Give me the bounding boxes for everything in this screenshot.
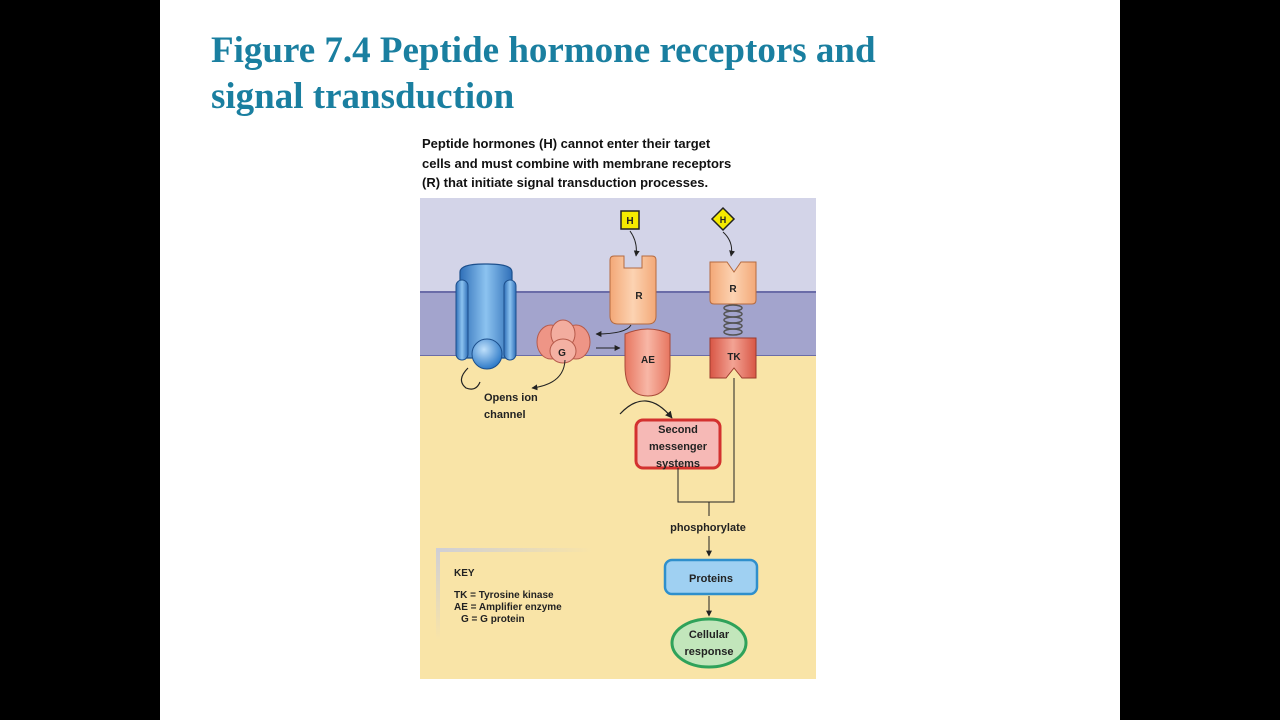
receptor-label-2: R (729, 284, 737, 295)
cellular-response-label-2: response (685, 646, 734, 658)
proteins-label: Proteins (689, 573, 733, 585)
hormone-diamond: H (710, 206, 736, 232)
receptor-to-g-protein-arrow (595, 324, 632, 337)
g-protein-to-channel-arrow (531, 359, 566, 391)
second-messenger-label-3: systems (656, 458, 700, 470)
tyrosine-kinase-label: TK (727, 352, 741, 363)
hormone-label-1: H (626, 216, 633, 227)
amplifier-enzyme-label: AE (641, 355, 655, 366)
second-messenger-box: Second messenger systems (634, 418, 722, 470)
phosphorylate-label: phosphorylate (670, 522, 746, 534)
ion-channel (455, 263, 517, 390)
hormone-square: H (620, 210, 640, 230)
opens-ion-channel-label-2: channel (484, 409, 526, 421)
slide-title: Figure 7.4 Peptide hormone receptors and… (211, 28, 1071, 120)
receptor-label-1: R (635, 291, 643, 302)
cellular-response-label-1: Cellular (689, 629, 730, 641)
cellular-response: Cellular response (670, 617, 748, 669)
second-messenger-connector (677, 468, 709, 503)
g-protein-label: G (558, 348, 566, 359)
receptor-1: R (609, 255, 657, 325)
key-legend: KEY TK = Tyrosine kinase AE = Amplifier … (436, 548, 592, 640)
amplifier-enzyme: AE (624, 328, 671, 397)
proteins-box: Proteins (663, 558, 759, 596)
slide: Figure 7.4 Peptide hormone receptors and… (160, 0, 1120, 720)
opens-ion-channel-label-1: Opens ion (484, 392, 538, 404)
key-heading: KEY (454, 568, 475, 579)
cytoplasm-region (420, 356, 816, 679)
second-messenger-label-2: messenger (649, 441, 708, 453)
receptor-2: R (709, 261, 757, 305)
tyrosine-kinase: TK (709, 337, 757, 379)
transmembrane-helix (723, 304, 743, 336)
key-line-1: TK = Tyrosine kinase (454, 590, 554, 601)
g-protein: G (536, 319, 591, 364)
hormone-to-receptor-arrow-1 (629, 230, 640, 257)
second-messenger-label-1: Second (658, 424, 698, 436)
key-line-3: G = G protein (461, 614, 525, 625)
key-line-2: AE = Amplifier enzyme (454, 602, 562, 613)
tyrosine-kinase-connector (709, 378, 735, 503)
signal-transduction-diagram: G H H R AE (420, 198, 816, 679)
hormone-to-receptor-arrow-2 (722, 231, 736, 257)
ae-to-second-messenger-arrow (619, 400, 673, 419)
figure-caption: Peptide hormones (H) cannot enter their … (422, 136, 732, 190)
title-line-2: signal transduction (211, 76, 515, 117)
title-line-1: Figure 7.4 Peptide hormone receptors and (211, 30, 876, 71)
hormone-label-2: H (720, 215, 727, 225)
